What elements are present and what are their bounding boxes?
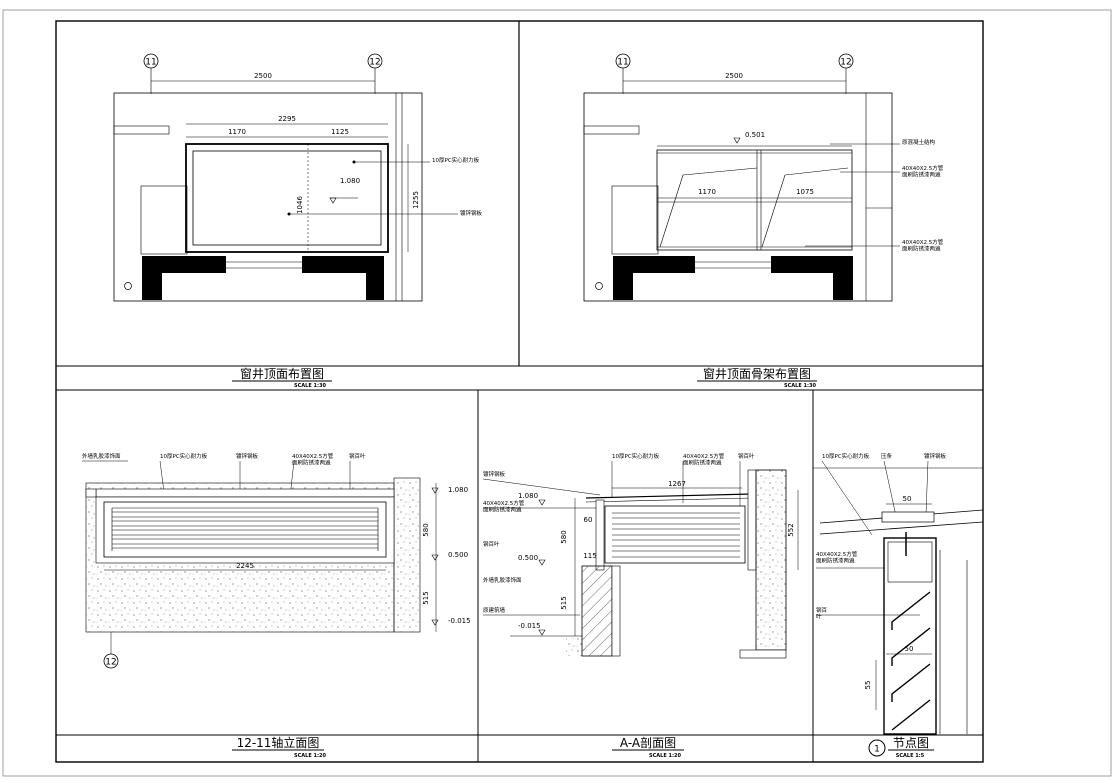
dim-h: 55 (864, 681, 872, 690)
note-tube-2: 40X40X2.5方管面刷防锈漆两遍 (683, 452, 725, 466)
node-detail: 10厚PC实心耐力板 压条 镀锌钢板 50 40X40X2.5方管面刷防锈漆两遍… (813, 452, 984, 735)
title-elevation: 12-11轴立面图 (237, 735, 320, 750)
note-pc: 10厚PC实心耐力板 (160, 452, 208, 460)
note-pc: 10厚PC实心耐力板 (612, 452, 660, 460)
level-1: 1.080 (518, 492, 538, 500)
dim-right: 1125 (331, 128, 349, 136)
title-top-left: 窗井顶面布置图 (240, 367, 324, 381)
dim-115: 115 (583, 552, 596, 560)
note-paint: 外墙乳胶漆饰面 (82, 452, 121, 460)
dim-left: 1170 (698, 188, 716, 196)
axis-12-label: 12 (840, 58, 851, 68)
note-tube: 40X40X2.5方管面刷防锈漆两遍 (292, 452, 334, 466)
note-bar: 压条 (881, 452, 893, 460)
note-top: 原混凝土结构 (902, 138, 936, 146)
detail-number: 1 (874, 745, 880, 755)
axis-12-label: 12 (369, 58, 380, 68)
note-plate: 镀锌钢板 (236, 452, 259, 460)
dim-inner: 2295 (278, 115, 296, 123)
dim-h2: 515 (560, 596, 568, 609)
level-3: -0.015 (518, 622, 541, 630)
dim-h2: 515 (422, 591, 430, 604)
title-top-right: 窗井顶面骨架布置图 (703, 367, 811, 381)
outer-border (2, 9, 1112, 777)
note-louver: 钢百叶 (816, 606, 828, 620)
dim-total-height: 1255 (412, 191, 420, 209)
section-a-a: 镀锌钢板 40X40X2.5方管面刷防锈漆两遍 钢百叶 外墙乳胶漆饰面 原建筑墙… (482, 452, 799, 659)
note-louver-2: 钢百叶 (738, 452, 755, 460)
dim-60: 60 (584, 516, 593, 524)
level-2: 0.500 (448, 551, 468, 559)
axis-11-label: 11 (617, 58, 628, 68)
dim-left: 1170 (228, 128, 246, 136)
dim-height: 1046 (296, 196, 304, 214)
note-tube-2: 40X40X2.5方管面刷防锈漆两遍 (902, 238, 944, 252)
axis-11-label: 11 (145, 58, 156, 68)
note-tube: 40X40X2.5方管面刷防锈漆两遍 (483, 499, 525, 513)
note-plate: 镀锌钢板 (483, 470, 506, 478)
note-louver: 钢百叶 (349, 452, 366, 460)
scale-top-right: SCALE 1:30 (784, 383, 816, 389)
note-paint: 外墙乳胶漆饰面 (483, 576, 522, 584)
dim-h1: 580 (422, 523, 430, 536)
scale-section: SCALE 1:20 (649, 753, 681, 759)
title-section: A-A剖面图 (620, 736, 676, 750)
dim-right: 1075 (796, 188, 814, 196)
window-well-top-plan: 11 12 2500 2295 1170 1125 1046 1255 1.08… (113, 53, 483, 302)
dim-w: 50 (903, 495, 912, 503)
level-2: 0.500 (518, 554, 538, 562)
scale-elevation: SCALE 1:20 (294, 753, 326, 759)
level-mark: 0.501 (745, 131, 765, 139)
level-mark: 1.080 (340, 177, 360, 185)
level-1: 1.080 (448, 486, 468, 494)
dim-w2: 50 (905, 645, 914, 653)
dim-h1: 580 (560, 530, 568, 543)
note-tube: 40X40X2.5方管面刷防锈漆两遍 (816, 550, 858, 564)
dim-span: 2500 (254, 72, 272, 80)
title-detail: 节点图 (893, 736, 929, 750)
dim-width: 2245 (236, 562, 254, 570)
dim-span: 2500 (725, 72, 743, 80)
axis-12-label: 12 (105, 658, 116, 668)
note-tube-1: 40X40X2.5方管面刷防锈漆两遍 (902, 164, 944, 178)
level-3: -0.015 (448, 617, 471, 625)
scale-detail: SCALE 1:5 (896, 753, 925, 759)
note-plate: 镀锌钢板 (924, 452, 947, 460)
note-steel-cover: 镀锌钢板 (460, 209, 483, 217)
note-pc: 10厚PC实心耐力板 (822, 452, 870, 460)
note-wall: 原建筑墙 (483, 606, 506, 614)
note-louver: 钢百叶 (483, 540, 500, 548)
axis-12-11-elevation: 外墙乳胶漆饰面 10厚PC实心耐力板 镀锌钢板 40X40X2.5方管面刷防锈漆… (82, 452, 471, 669)
note-pc-board: 10厚PC实心耐力板 (432, 156, 480, 164)
dim-width: 1267 (668, 480, 686, 488)
scale-top-left: SCALE 1:30 (294, 383, 326, 389)
window-well-frame-plan: 11 12 2500 0.501 1170 1075 原混凝土结构 40X40X… (583, 53, 944, 302)
dim-right: 552 (787, 523, 795, 536)
